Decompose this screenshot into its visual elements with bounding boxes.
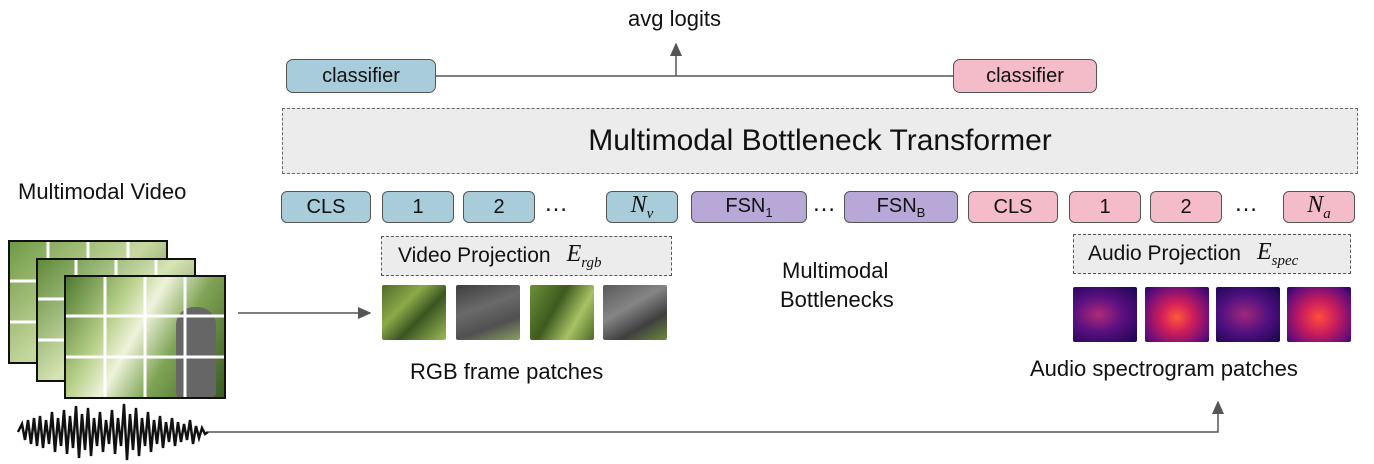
- person-silhouette: [176, 307, 216, 397]
- audio-to-spectrogram-arrow: [208, 400, 1224, 433]
- rgb-patch-2: [456, 285, 520, 340]
- bottleneck-caption-line1: Multimodal: [782, 258, 889, 283]
- avg-logits-label: avg logits: [628, 6, 721, 31]
- transformer-label: Multimodal Bottleneck Transformer: [588, 124, 1052, 157]
- audio-token-ellipsis: …: [1234, 190, 1259, 217]
- audio-token-na: Na: [1283, 191, 1355, 223]
- rgb-patch-4: [603, 285, 667, 340]
- video-token-2: 2: [463, 191, 535, 223]
- rgb-patches-caption: RGB frame patches: [410, 359, 604, 384]
- audio-token-2: 2: [1150, 191, 1222, 223]
- audio-cls-token: CLS: [968, 191, 1058, 223]
- video-token-1: 1: [382, 191, 454, 223]
- rgb-patch-3: [530, 285, 594, 340]
- spectrogram-patch-4: [1287, 287, 1351, 342]
- fusion-token-ellipsis: …: [812, 190, 837, 217]
- multimodal-video-label: Multimodal Video: [18, 179, 187, 204]
- video-cls-token: CLS: [281, 191, 371, 223]
- spectrogram-patch-3: [1216, 287, 1280, 342]
- spectrogram-patch-1: [1073, 287, 1137, 342]
- multimodal-bottleneck-transformer: Multimodal Bottleneck Transformer: [282, 108, 1358, 174]
- bottleneck-caption-line2: Bottlenecks: [780, 287, 894, 312]
- classifier-video: classifier: [286, 59, 436, 93]
- fusion-token-1: FSN1: [691, 191, 807, 223]
- spectrogram-patch-2: [1145, 287, 1209, 342]
- classifier-audio: classifier: [953, 59, 1097, 93]
- fusion-token-b: FSNB: [844, 191, 958, 223]
- video-token-nv: Nv: [606, 191, 678, 223]
- audio-patches-caption: Audio spectrogram patches: [1030, 356, 1298, 381]
- rgb-patch-1: [382, 285, 446, 340]
- audio-token-1: 1: [1069, 191, 1141, 223]
- audio-projection-box: Audio Projection Espec: [1073, 234, 1351, 274]
- video-projection-box: Video Projection Ergb: [381, 236, 672, 276]
- video-token-ellipsis: …: [544, 190, 569, 217]
